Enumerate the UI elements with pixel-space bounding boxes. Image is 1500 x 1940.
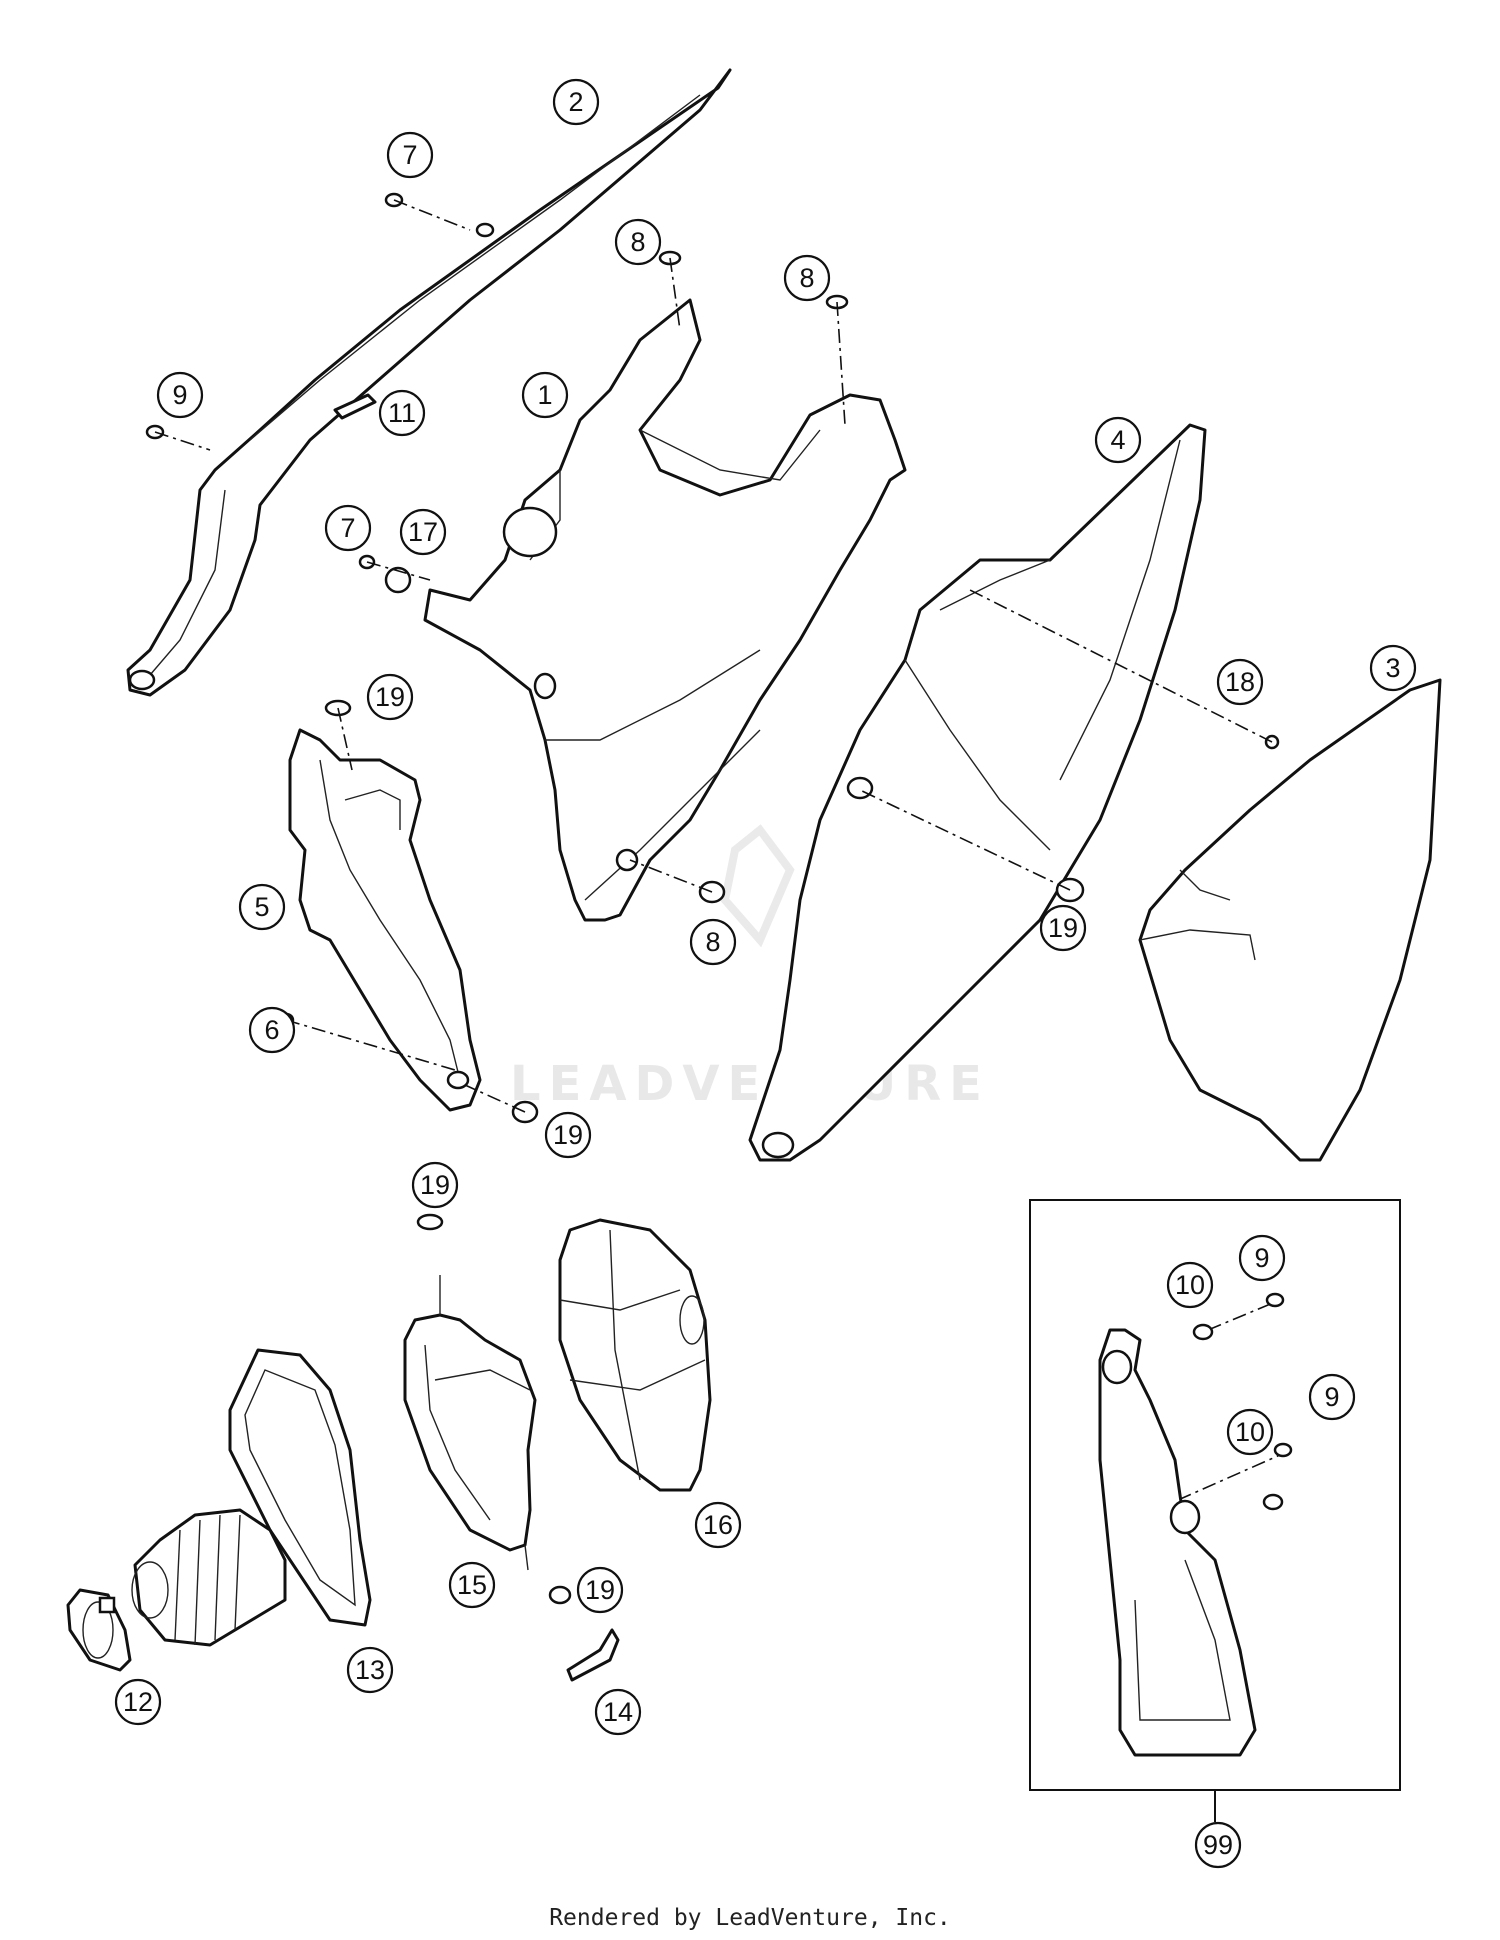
- part-11-clip[interactable]: [333, 393, 377, 420]
- callout[interactable]: 99: [1194, 1821, 1242, 1869]
- callout[interactable]: 18: [1216, 658, 1264, 706]
- grommet-19d[interactable]: [416, 1213, 444, 1231]
- washer-17[interactable]: [384, 566, 412, 594]
- callout[interactable]: 4: [1094, 416, 1142, 464]
- callout-label: 19: [1048, 913, 1078, 943]
- callout[interactable]: 19: [576, 1566, 624, 1614]
- callout[interactable]: 8: [689, 918, 737, 966]
- part-16-air-filter[interactable]: [558, 1218, 712, 1492]
- callout-label: 11: [388, 398, 416, 428]
- callout-label: 4: [1110, 425, 1125, 455]
- callout-label: 10: [1235, 1417, 1265, 1447]
- callout-label: 8: [705, 927, 720, 957]
- callout-label: 7: [340, 513, 355, 543]
- part-12-hose-clamp[interactable]: [66, 1588, 132, 1672]
- callout-label: 5: [254, 892, 269, 922]
- callout[interactable]: 7: [386, 131, 434, 179]
- callout-label: 18: [1225, 667, 1255, 697]
- callout-label: 8: [630, 227, 645, 257]
- callout-label: 8: [799, 263, 814, 293]
- callout[interactable]: 13: [346, 1646, 394, 1694]
- callout[interactable]: 8: [783, 254, 831, 302]
- callout-label: 9: [172, 380, 187, 410]
- callout[interactable]: 6: [248, 1006, 296, 1054]
- callout[interactable]: 19: [544, 1111, 592, 1159]
- callout[interactable]: 17: [399, 508, 447, 556]
- leader-lines: [154, 199, 1281, 1501]
- callout[interactable]: 19: [366, 673, 414, 721]
- callout[interactable]: 7: [324, 504, 372, 552]
- callout[interactable]: 19: [1039, 904, 1087, 952]
- callout-label: 99: [1203, 1830, 1233, 1860]
- callout-label: 15: [457, 1570, 487, 1600]
- callout-label: 3: [1385, 653, 1400, 683]
- watermark: LEADVENTURE: [510, 824, 990, 1112]
- callout[interactable]: 15: [448, 1561, 496, 1609]
- grommet-19e[interactable]: [548, 1585, 572, 1605]
- callout-label: 1: [537, 380, 552, 410]
- callout[interactable]: 10: [1166, 1261, 1214, 1309]
- part-1-side-panel[interactable]: [423, 298, 907, 922]
- callout-label: 14: [603, 1697, 633, 1727]
- watermark-text: LEADVENTURE: [510, 1056, 990, 1112]
- callout-label: 19: [420, 1170, 450, 1200]
- callout[interactable]: 3: [1369, 644, 1417, 692]
- callout[interactable]: 9: [1238, 1234, 1286, 1282]
- callout-label: 7: [402, 140, 417, 170]
- callout-label: 2: [568, 87, 583, 117]
- callout-label: 16: [703, 1510, 733, 1540]
- callout[interactable]: 5: [238, 883, 286, 931]
- part-3-side-number-plate[interactable]: [1138, 678, 1442, 1162]
- callout[interactable]: 2: [552, 78, 600, 126]
- callout-label: 9: [1324, 1382, 1339, 1412]
- callout-label: 10: [1175, 1270, 1205, 1300]
- callout-label: 19: [553, 1120, 583, 1150]
- callout[interactable]: 8: [614, 218, 662, 266]
- callout[interactable]: 9: [156, 371, 204, 419]
- callout[interactable]: 9: [1308, 1373, 1356, 1421]
- kit-99-box[interactable]: [1029, 1199, 1401, 1822]
- callout-label: 13: [355, 1655, 385, 1685]
- callout-label: 6: [264, 1015, 279, 1045]
- callout-label: 12: [123, 1687, 153, 1717]
- part-4-side-cover[interactable]: [748, 423, 1207, 1162]
- part-5-airbox[interactable]: [288, 728, 482, 1112]
- render-credit: Rendered by LeadVenture, Inc.: [549, 1905, 951, 1931]
- callout-label: 17: [408, 517, 438, 547]
- callout[interactable]: 19: [411, 1161, 459, 1209]
- part-15-filter-cage[interactable]: [403, 1275, 537, 1571]
- callout[interactable]: 1: [521, 371, 569, 419]
- callout[interactable]: 12: [114, 1678, 162, 1726]
- callout-label: 9: [1254, 1243, 1269, 1273]
- part-13-air-boot-frame[interactable]: [228, 1348, 372, 1627]
- part-14-clip[interactable]: [566, 1628, 620, 1682]
- part-2-trim-strip[interactable]: [126, 68, 732, 697]
- callout[interactable]: 16: [694, 1501, 742, 1549]
- callout[interactable]: 10: [1226, 1408, 1274, 1456]
- part-13-intake-bellows[interactable]: [131, 1508, 287, 1647]
- callout[interactable]: 14: [594, 1688, 642, 1736]
- callout[interactable]: 11: [378, 389, 426, 437]
- callout-label: 19: [585, 1575, 615, 1605]
- callout-label: 19: [375, 682, 405, 712]
